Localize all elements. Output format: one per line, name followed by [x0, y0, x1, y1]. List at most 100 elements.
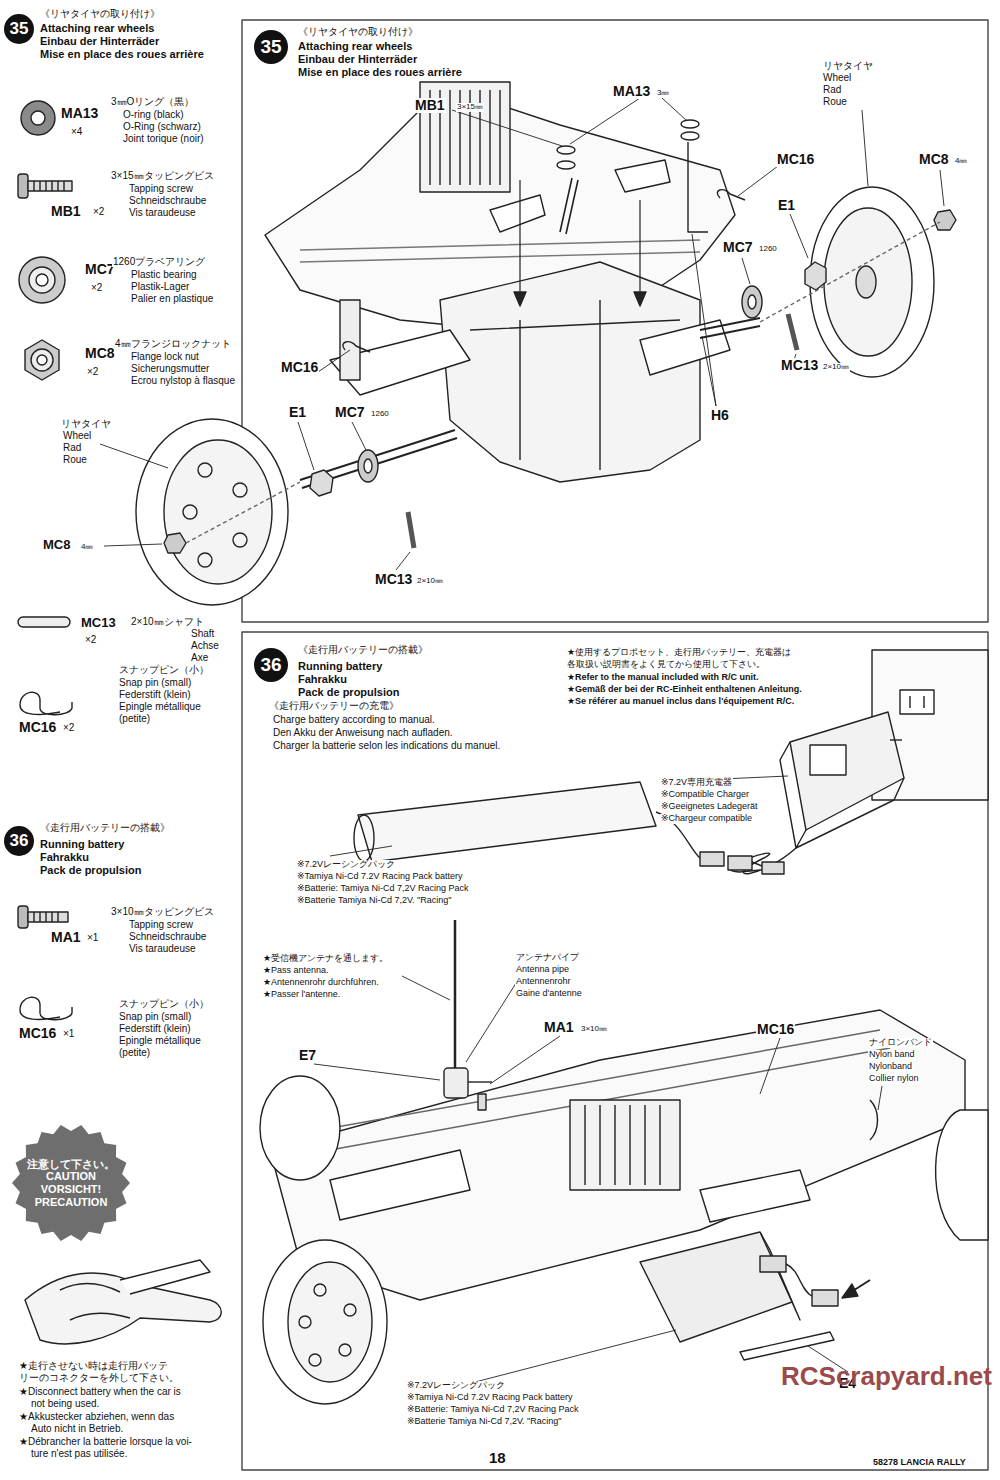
callout-label: MC8	[42, 538, 71, 552]
note-text: 1260プラベアリング	[112, 256, 206, 267]
step-heading: Mise en place des roues arrière	[40, 48, 204, 60]
callout-label: MA1	[543, 1020, 575, 1035]
step-heading: Running battery	[40, 838, 124, 850]
illustration-line	[810, 745, 846, 775]
callout-label: MC16	[280, 360, 319, 375]
note-text: Antennenrohr	[515, 977, 572, 987]
illustration-line	[330, 776, 788, 856]
note-text: ★Débrancher la batterie lorsque la voi-	[18, 1436, 193, 1447]
note-text: ×2	[90, 282, 103, 293]
illustration-line	[478, 1094, 486, 1110]
callout-label: MC13	[780, 358, 819, 373]
illustration-line	[520, 180, 640, 300]
watermark: RCScrapyard.net	[780, 1362, 993, 1391]
illustration-line	[700, 1170, 810, 1222]
illustration-line	[890, 739, 902, 740]
illustration-line	[233, 483, 247, 497]
illustration-line	[34, 912, 58, 922]
illustration-line	[198, 553, 212, 567]
step-heading: Pack de propulsion	[298, 686, 399, 698]
illustration-line	[742, 286, 762, 318]
illustration-line	[263, 1240, 387, 1404]
step-heading: Attaching rear wheels	[298, 40, 412, 52]
note-text: ★使用するプロポセット、走行用バッテリー、充電器は	[566, 648, 792, 658]
note-text: Gaine d'antenne	[515, 989, 583, 999]
illustration-line	[339, 1344, 351, 1356]
note-text: Achse	[190, 640, 220, 651]
note-text: ★走行させない時は走行用バッテ	[18, 1360, 169, 1371]
illustration-line	[37, 355, 47, 365]
note-text: ※Compatible Charger	[660, 790, 750, 800]
illustration-line	[842, 1284, 858, 1298]
illustration-line	[18, 20, 988, 1470]
illustration-line	[309, 1354, 321, 1366]
note-text: Rad	[822, 84, 842, 95]
illustration-line	[36, 274, 48, 286]
illustration-line	[344, 1304, 356, 1316]
note-text: Axe	[190, 652, 209, 663]
illustration-line	[468, 1081, 492, 1082]
note-text: Shaft	[190, 628, 215, 639]
step-number-circle: 36《走行用バッテリーの搭載》Running batteryFahrakkuPa…	[4, 826, 34, 856]
illustration-line	[28, 181, 72, 191]
illustration-line	[343, 342, 370, 352]
callout-label: MC8	[918, 152, 950, 167]
note-text: リヤタイヤ	[822, 60, 874, 71]
illustration-line	[340, 300, 360, 380]
illustration-line	[31, 111, 45, 125]
callout-label: 18	[488, 1450, 507, 1467]
illustration-line	[810, 187, 934, 377]
step-heading: Einbau der Hinterräder	[298, 53, 417, 65]
illustration-line	[900, 690, 934, 714]
callout-label: MC16	[776, 152, 815, 167]
note-text: 各取扱い説明書をよく見てから使用して下さい。	[566, 660, 766, 670]
note-text: Roue	[822, 96, 848, 107]
note-text: Federstift (klein)	[118, 1023, 192, 1034]
callout-label: MB1	[50, 204, 82, 219]
illustration-line	[164, 533, 186, 553]
illustration-line	[688, 142, 708, 232]
illustration-line	[364, 459, 372, 473]
illustration-line	[260, 1076, 340, 1180]
note-text: Snap pin (small)	[118, 677, 192, 688]
callout-label: MC16	[18, 720, 57, 735]
note-text: not being used.	[30, 1398, 100, 1409]
step-number: 35	[254, 30, 288, 64]
note-text: Joint torique (noir)	[122, 133, 205, 144]
illustration-line	[270, 1010, 965, 1300]
caution-text: VORSICHT!	[41, 1183, 102, 1196]
illustration-line	[805, 262, 826, 290]
note-text: ×1	[62, 1028, 75, 1039]
illustration-line	[910, 696, 924, 708]
note-text: Wheel	[822, 72, 852, 83]
note-text: Charger la batterie selon les indication…	[272, 740, 501, 751]
starburst-outline	[12, 1125, 130, 1241]
note-text: (petite)	[118, 713, 151, 724]
note-text: 《走行用バッテリーの充電》	[268, 700, 400, 711]
illustration-line	[310, 470, 333, 496]
illustration-line	[358, 450, 378, 482]
illustration-line	[31, 349, 53, 371]
illustration-line	[788, 314, 797, 350]
note-text: ★Pass antenna.	[262, 966, 330, 976]
illustration-line	[136, 419, 288, 605]
note-text: Schneidschraube	[128, 931, 207, 942]
illustration-line	[824, 208, 912, 356]
note-text: O-ring (black)	[122, 109, 185, 120]
step-number: 35	[4, 14, 34, 44]
note-text: 3㎜Oリング（黒）	[110, 96, 195, 107]
illustration-line	[242, 20, 988, 622]
illustration-line	[100, 98, 944, 570]
illustration-line	[856, 266, 876, 298]
step-number: 36	[254, 648, 288, 682]
note-text: Nylonband	[868, 1062, 913, 1072]
note-text: リーのコネクターを外して下さい。	[18, 1372, 180, 1383]
step-heading: 《走行用バッテリーの搭載》	[40, 822, 170, 833]
note-text: ※7.2Vレーシングパック	[296, 860, 396, 870]
step-heading: Einbau der Hinterräder	[40, 35, 159, 47]
illustration-line	[780, 742, 904, 848]
note-text: Sicherungsmutter	[130, 363, 210, 374]
note-text: Tapping screw	[128, 183, 194, 194]
note-text: Snap pin (small)	[118, 1011, 192, 1022]
illustration-line	[18, 617, 70, 627]
